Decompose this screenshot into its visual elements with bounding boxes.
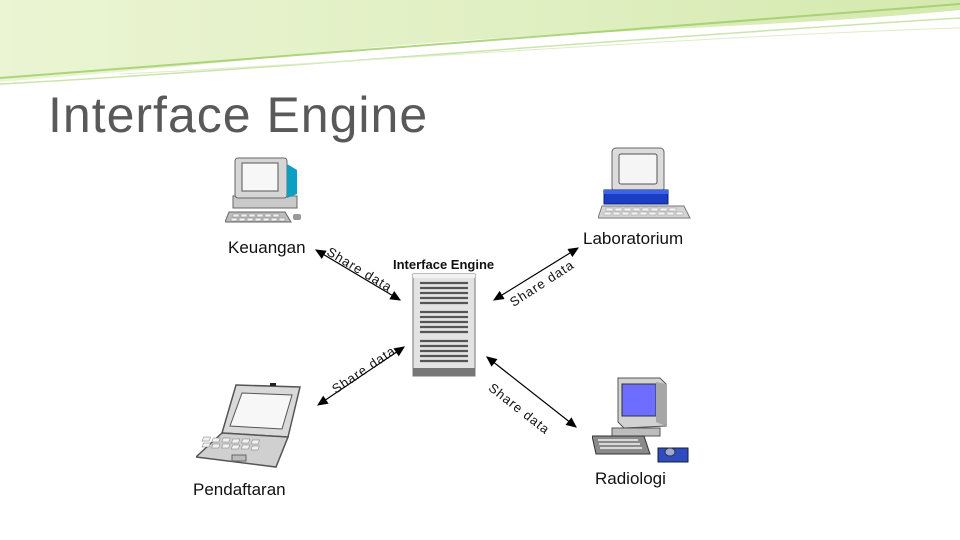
arrow-keuangan: [314, 249, 402, 301]
computer-icon: [592, 377, 689, 463]
server-icon: [412, 273, 476, 377]
arrow-laboratorium: [492, 247, 580, 301]
page-title: Interface Engine: [48, 87, 429, 143]
computer-icon: [225, 157, 301, 223]
center-label: Interface Engine: [393, 257, 495, 272]
node-label-laboratorium: Laboratorium: [583, 229, 684, 248]
node-label-radiologi: Radiologi: [595, 469, 666, 488]
node-label-pendaftaran: Pendaftaran: [193, 480, 286, 499]
computer-icon: [598, 147, 691, 219]
node-label-keuangan: Keuangan: [228, 238, 306, 257]
arrow-pendaftaran: [317, 346, 405, 406]
laptop-icon: [196, 383, 301, 468]
arrow-radiologi: [486, 356, 577, 428]
